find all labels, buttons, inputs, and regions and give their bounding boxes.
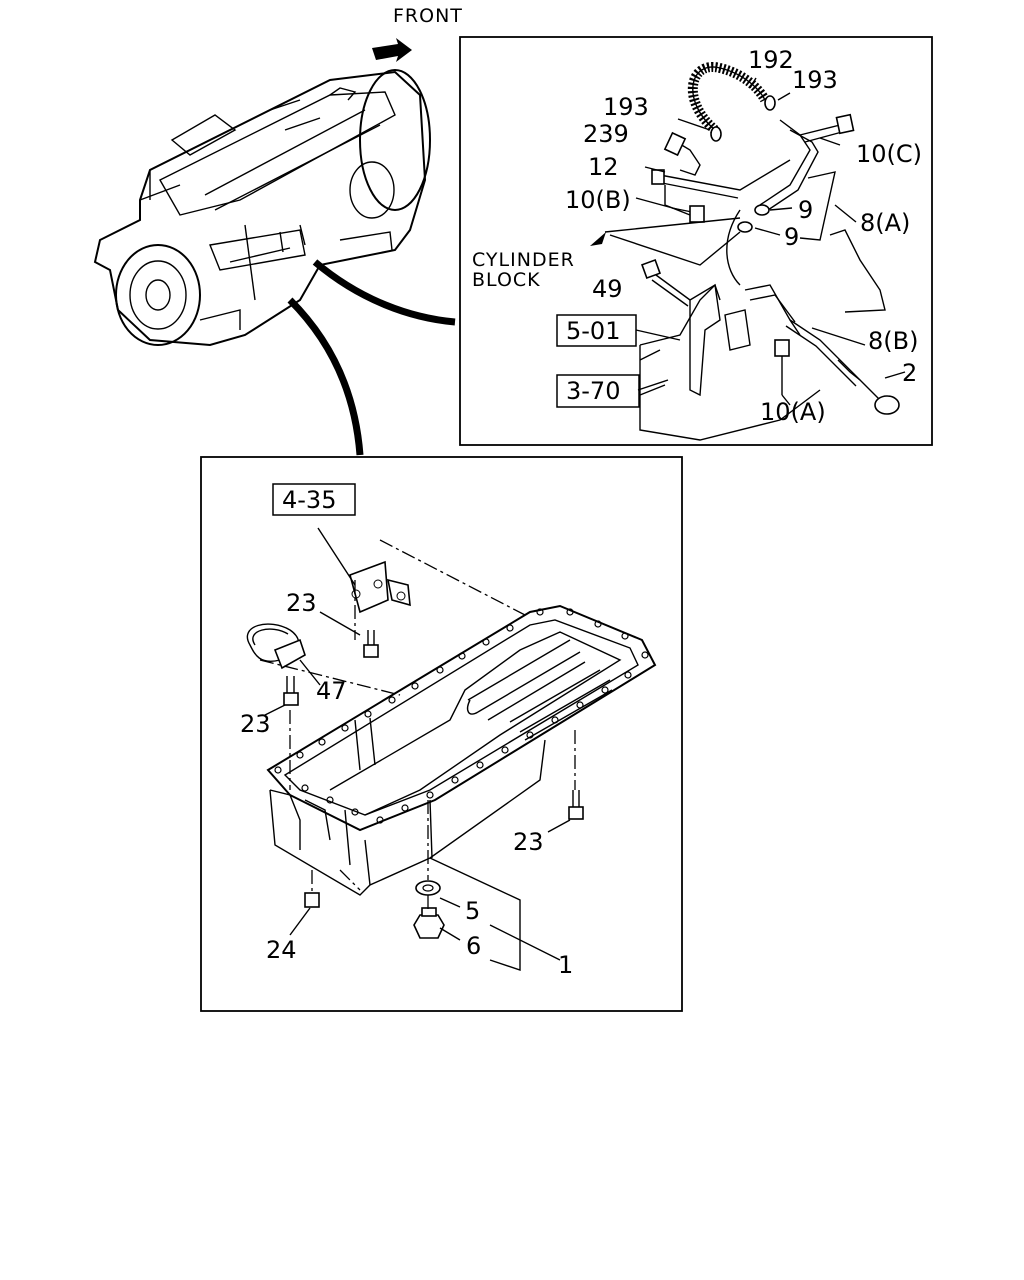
callout-8b: 8(B) bbox=[868, 327, 918, 355]
ref-label-4-35: 4-35 bbox=[282, 486, 336, 514]
bolt-part bbox=[363, 630, 379, 658]
nut-part bbox=[304, 892, 320, 908]
ref-label-5-01: 5-01 bbox=[566, 317, 620, 345]
callout-8a: 8(A) bbox=[860, 209, 910, 237]
callout-10a: 10(A) bbox=[760, 398, 826, 426]
callout-23: 23 bbox=[286, 589, 317, 617]
callout-49: 49 bbox=[592, 275, 623, 303]
front-label: FRONT bbox=[393, 5, 463, 27]
callout-193: 193 bbox=[792, 66, 838, 94]
leader-to-lower-detail bbox=[287, 297, 364, 456]
bolt-part bbox=[283, 676, 299, 706]
ref-box-5-01 bbox=[556, 314, 637, 347]
bolt-part bbox=[774, 339, 790, 395]
callout-12: 12 bbox=[588, 153, 619, 181]
bracket-part bbox=[651, 169, 665, 185]
callout-2: 2 bbox=[902, 359, 917, 387]
bolt-part bbox=[641, 259, 691, 307]
callout-47: 47 bbox=[316, 677, 347, 705]
o-ring-part bbox=[737, 221, 753, 233]
callout-10c: 10(C) bbox=[856, 140, 922, 168]
callout-9: 9 bbox=[798, 196, 813, 224]
callout-5: 5 bbox=[465, 897, 480, 925]
washer-part bbox=[415, 880, 441, 896]
breather-hose-part bbox=[687, 62, 770, 134]
dipstick-handle-part bbox=[874, 395, 900, 415]
callout-192: 192 bbox=[748, 46, 794, 74]
callout-239: 239 bbox=[583, 120, 629, 148]
strainer-bracket-part bbox=[246, 623, 306, 670]
oil-pan-part bbox=[266, 604, 657, 896]
engine-overview-illustration bbox=[93, 69, 431, 347]
o-ring-part bbox=[754, 204, 770, 216]
callout-23: 23 bbox=[513, 828, 544, 856]
upper-detail-frame bbox=[459, 36, 933, 446]
callout-6: 6 bbox=[466, 932, 481, 960]
cylinder-block-label: CYLINDER bbox=[472, 249, 575, 271]
front-arrow-icon bbox=[372, 38, 412, 62]
lower-detail-frame bbox=[200, 456, 683, 1012]
cylinder-block-label: BLOCK bbox=[472, 269, 541, 291]
callout-10b: 10(B) bbox=[565, 186, 631, 214]
callout-23: 23 bbox=[240, 710, 271, 738]
bracket-part bbox=[349, 560, 411, 614]
bolt-part bbox=[568, 790, 584, 820]
ref-box-3-70 bbox=[556, 374, 640, 408]
leader-to-upper-detail bbox=[312, 259, 456, 326]
drain-plug-part bbox=[413, 907, 445, 939]
hose-clip-part bbox=[710, 126, 722, 142]
flange-bolt-holes bbox=[274, 608, 649, 824]
nut-part bbox=[663, 131, 687, 157]
callout-24: 24 bbox=[266, 936, 297, 964]
callout-9: 9 bbox=[784, 223, 799, 251]
ref-box-4-35 bbox=[272, 483, 356, 516]
ref-label-3-70: 3-70 bbox=[566, 377, 620, 405]
pointer-arrow-icon bbox=[590, 232, 606, 246]
bolt-part bbox=[799, 113, 855, 143]
hose-clip-part bbox=[764, 95, 776, 111]
callout-1: 1 bbox=[558, 951, 573, 979]
callout-193: 193 bbox=[603, 93, 649, 121]
